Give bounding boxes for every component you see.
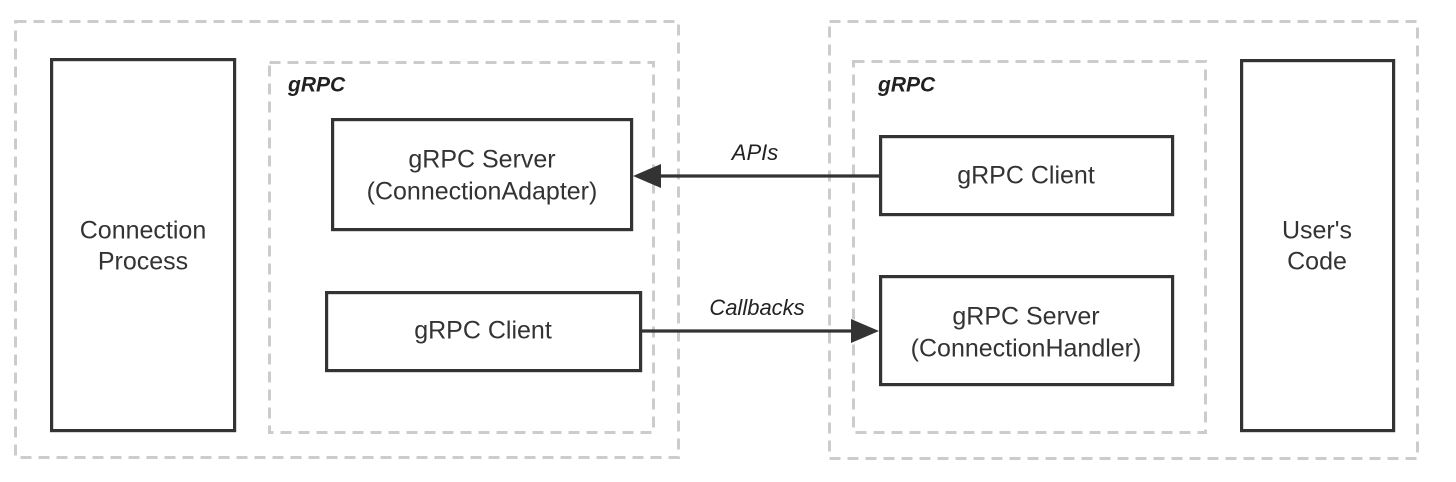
node-grpc-server-connection-handler[interactable]: gRPC Server (ConnectionHandler)	[878, 275, 1175, 387]
apis-arrowhead-icon	[633, 164, 661, 188]
group-left-grpc-boundary: gRPC	[268, 61, 655, 434]
grpc-client-right-box[interactable]	[878, 135, 1175, 217]
grpc-server-connection-handler-label-line-1: gRPC Server	[952, 303, 1099, 331]
users-code-label-line-2: Code	[1287, 248, 1347, 276]
user-code-group-rect	[828, 20, 1419, 460]
grpc-server-connection-adapter-label-line-2: (ConnectionAdapter)	[367, 178, 598, 206]
connection-process-group-rect	[14, 20, 680, 459]
connection-process-label-line-1: Connection	[80, 217, 206, 245]
grpc-client-left-box[interactable]	[325, 291, 643, 373]
node-grpc-client-right[interactable]: gRPC Client	[878, 135, 1175, 217]
callbacks-edge-label: Callbacks	[709, 295, 804, 320]
connection-process-box[interactable]	[49, 57, 237, 433]
edge-callbacks: Callbacks	[641, 295, 879, 343]
node-grpc-server-connection-adapter[interactable]: gRPC Server (ConnectionAdapter)	[331, 117, 634, 232]
node-connection-process[interactable]: Connection Process	[49, 57, 237, 433]
group-connection-process-boundary	[14, 20, 680, 459]
right-grpc-group-rect	[852, 60, 1207, 434]
callbacks-arrowhead-icon	[851, 319, 879, 343]
users-code-label-line-1: User's	[1282, 217, 1352, 245]
apis-edge-label: APIs	[730, 140, 778, 165]
grpc-client-right-label: gRPC Client	[957, 162, 1095, 190]
group-user-code-boundary	[828, 20, 1419, 460]
users-code-box[interactable]	[1239, 58, 1396, 433]
right-grpc-group-label: gRPC	[877, 74, 936, 97]
node-users-code[interactable]: User's Code	[1239, 58, 1396, 433]
node-grpc-client-left[interactable]: gRPC Client	[325, 291, 643, 373]
grpc-server-connection-adapter-label-line-1: gRPC Server	[408, 146, 555, 174]
grpc-client-left-label: gRPC Client	[414, 317, 552, 345]
left-grpc-group-label: gRPC	[287, 74, 346, 97]
left-grpc-group-rect	[268, 61, 655, 434]
grpc-server-connection-handler-label-line-2: (ConnectionHandler)	[911, 335, 1142, 363]
grpc-server-connection-adapter-box[interactable]	[331, 117, 634, 232]
grpc-server-connection-handler-box[interactable]	[878, 275, 1175, 387]
edge-apis: APIs	[633, 140, 879, 188]
connection-process-label-line-2: Process	[98, 248, 188, 276]
group-right-grpc-boundary: gRPC	[852, 60, 1207, 434]
